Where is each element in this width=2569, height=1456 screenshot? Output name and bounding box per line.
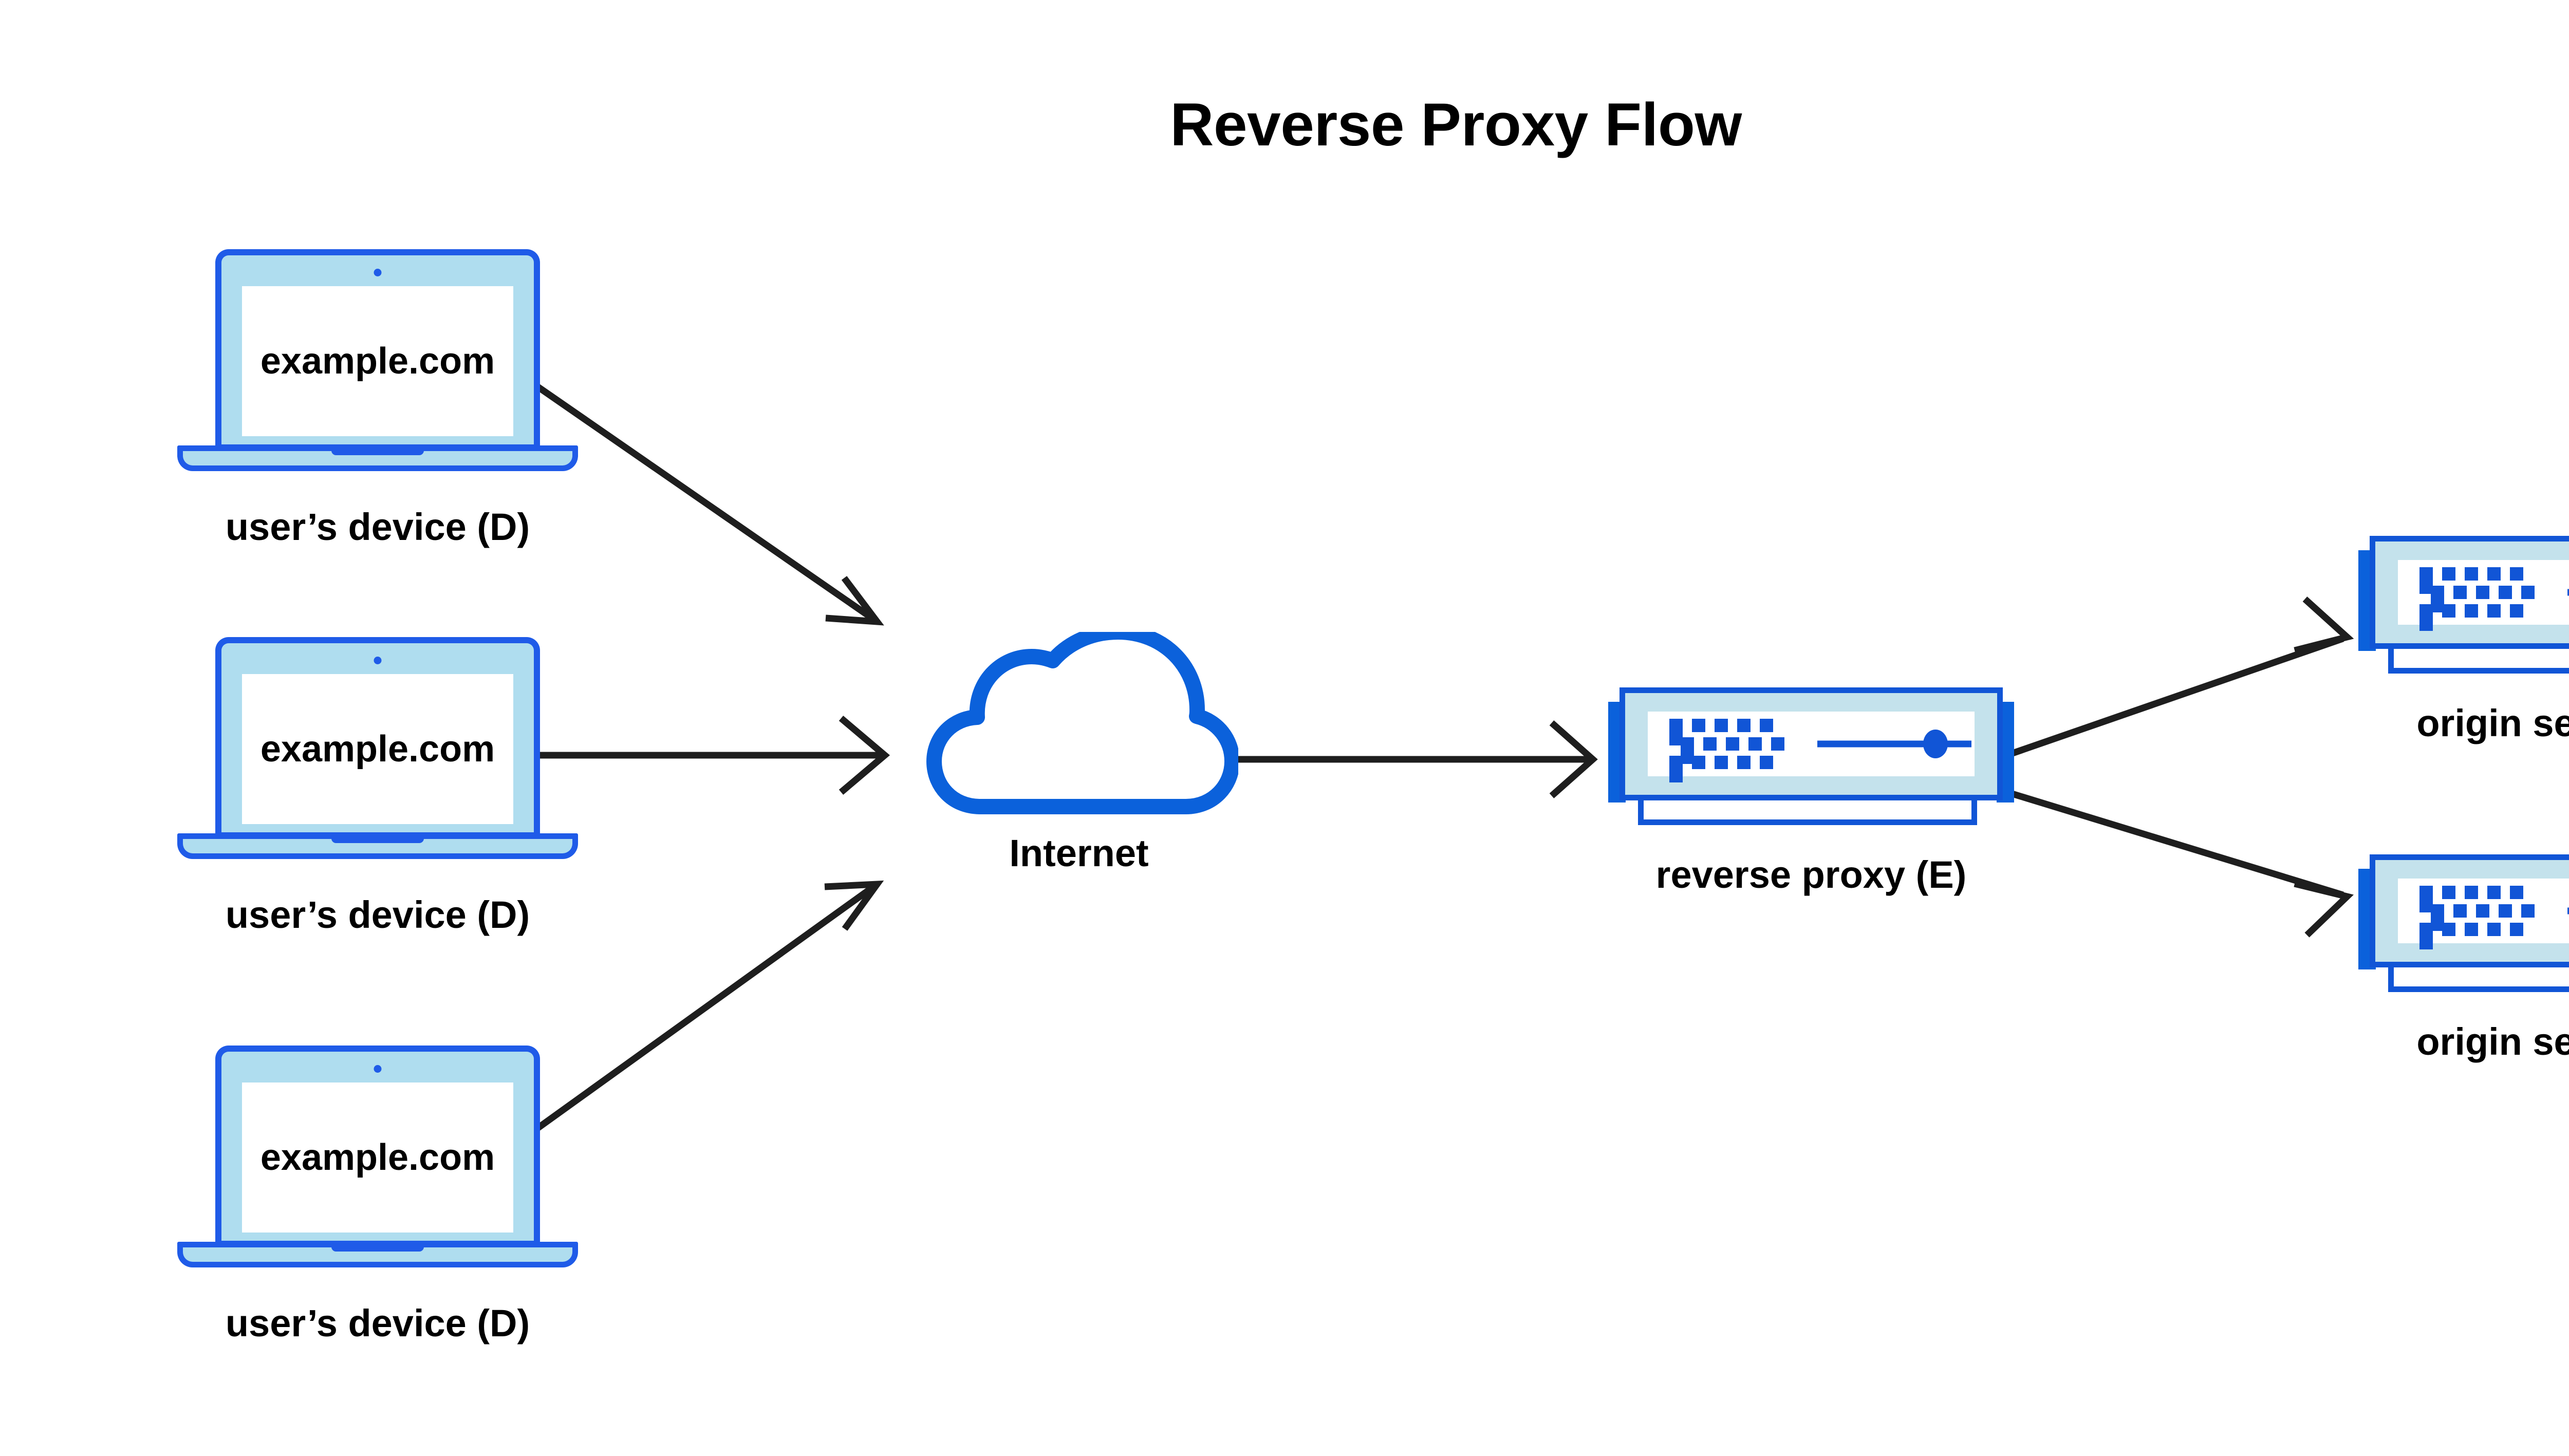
laptop-screen: example.com [242,1082,513,1233]
server-body [2370,854,2569,967]
internet-node[interactable]: Internet [920,632,1238,874]
origin-server-label-1: origin server (F) [2416,702,2569,744]
origin-server-node-2[interactable]: origin server (F) [2358,850,2569,1063]
server-dot-grid [1669,719,1798,782]
screen-url-text: example.com [260,1137,495,1178]
origin-server-label-2: origin server (F) [2416,1020,2569,1063]
server-face [2398,879,2569,949]
server-status-led [1923,730,1948,758]
server-face [1648,712,1975,782]
webcam-icon [374,657,382,664]
device-label-3: user’s device (D) [225,1302,530,1345]
webcam-icon [374,269,382,276]
laptop-notch [331,445,424,455]
laptop-lid: example.com [215,249,540,451]
server-status-line [2567,907,2569,914]
server-body [2370,536,2569,649]
edge-proxy-origin2 [2003,788,2354,938]
server-dot-grid [2419,886,2548,949]
server-status-line [2567,589,2569,596]
server-dot-grid [2419,567,2548,631]
server-body [1619,687,2003,800]
laptop-notch [331,833,424,843]
server-shelf [2388,642,2569,674]
origin-server-node-1[interactable]: origin server (F) [2358,532,2569,744]
laptop-lid: example.com [215,637,540,838]
server-shelf [2388,960,2569,992]
server-status-line [1817,740,1971,748]
cloud-icon [926,632,1238,814]
server-face [2398,560,2569,631]
laptop-lid: example.com [215,1046,540,1247]
device-node-2[interactable]: example.com user’s device (D) [177,637,578,936]
screen-url-text: example.com [260,341,495,382]
reverse-proxy-label: reverse proxy (E) [1655,853,1967,896]
device-node-3[interactable]: example.com user’s device (D) [177,1046,578,1345]
device-label-2: user’s device (D) [225,893,530,936]
laptop-notch [331,1242,424,1252]
laptop-screen: example.com [242,674,513,824]
page-title: Reverse Proxy Flow [1170,91,1742,159]
webcam-icon [374,1065,382,1073]
laptop-screen: example.com [242,286,513,436]
internet-label: Internet [1009,832,1149,874]
device-node-1[interactable]: example.com user’s device (D) [177,249,578,548]
screen-url-text: example.com [260,729,495,770]
server-shelf [1638,793,1977,825]
edge-proxy-origin1 [2002,596,2354,760]
device-label-1: user’s device (D) [225,506,530,548]
reverse-proxy-node[interactable]: reverse proxy (E) [1608,683,2014,896]
edge-internet-proxy [1233,720,1598,798]
